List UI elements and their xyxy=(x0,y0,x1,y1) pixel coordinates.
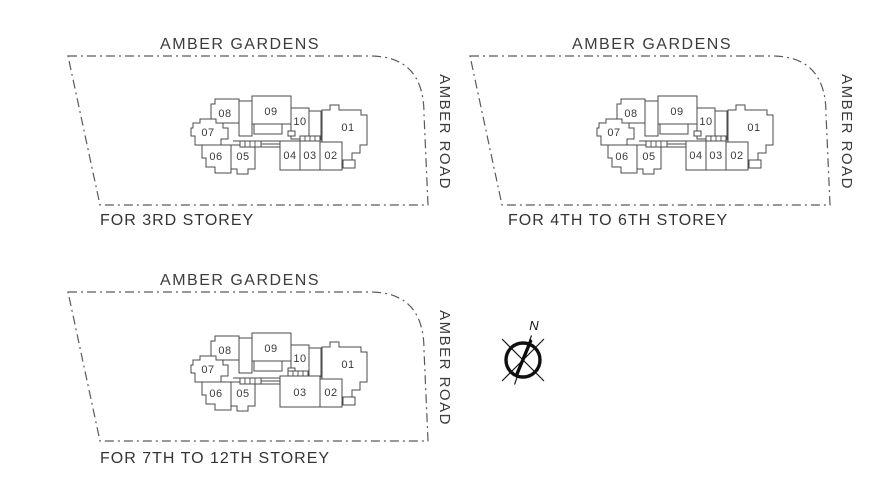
building-footprint: 08 09 10 01 07 06 05 04 03 02 xyxy=(190,95,368,175)
amber-gardens-label: AMBER GARDENS xyxy=(160,272,320,289)
unit-10-label: 10 xyxy=(699,116,712,128)
unit-03-outline xyxy=(279,375,321,408)
unit-07-label: 07 xyxy=(201,364,214,376)
north-label: N xyxy=(529,318,539,333)
unit-06-label: 06 xyxy=(615,151,628,163)
balcony-strip xyxy=(253,123,283,135)
unit-09-outline xyxy=(657,95,698,125)
panel-3rd-storey: AMBER GARDENS AMBER ROAD xyxy=(40,22,460,237)
building-footprint: 08 09 10 01 07 06 05 03 02 xyxy=(190,332,368,412)
unit-05-outline xyxy=(636,144,662,175)
unit-03-label: 03 xyxy=(293,387,306,399)
unit-01-step xyxy=(748,159,762,169)
unit-10-label: 10 xyxy=(293,116,306,128)
unit-02-outline-hatched xyxy=(725,141,749,171)
unit-06-label: 06 xyxy=(209,151,222,163)
balcony-strip xyxy=(253,360,283,372)
lift-core-outline xyxy=(308,347,322,378)
unit-01-label: 01 xyxy=(747,122,760,134)
unit-05-outline xyxy=(230,144,256,175)
unit-05-label: 05 xyxy=(642,151,655,163)
service-nook xyxy=(693,130,702,137)
amber-road-label: AMBER ROAD xyxy=(838,74,855,190)
unit-02-outline-hatched xyxy=(319,141,343,171)
unit-10-label: 10 xyxy=(293,353,306,365)
service-nook xyxy=(287,130,296,137)
stair-core-outline xyxy=(644,100,659,137)
unit-02-outline-hatched xyxy=(319,378,343,408)
compass-ring xyxy=(504,341,542,379)
unit-04-label: 04 xyxy=(689,150,702,162)
unit-09-label: 09 xyxy=(264,106,277,118)
unit-05-outline xyxy=(230,381,256,412)
amber-gardens-label: AMBER GARDENS xyxy=(572,36,732,53)
unit-01-label: 01 xyxy=(341,359,354,371)
balcony-strip xyxy=(239,377,262,385)
unit-08-label: 08 xyxy=(624,108,637,120)
unit-06-label: 06 xyxy=(209,388,222,400)
storey-caption: FOR 3RD STOREY xyxy=(100,212,254,229)
site-boundary xyxy=(67,55,429,206)
compass-needle xyxy=(515,338,533,376)
balcony-strip xyxy=(239,140,262,148)
unit-08-label: 08 xyxy=(218,345,231,357)
unit-03-label: 03 xyxy=(303,150,316,162)
panel-7th-12th-storey: AMBER GARDENS AMBER ROAD xyxy=(40,257,460,475)
storey-caption: FOR 7TH TO 12TH STOREY xyxy=(100,450,330,467)
amber-gardens-label: AMBER GARDENS xyxy=(160,36,320,53)
unit-01-label: 01 xyxy=(341,122,354,134)
building-footprint: 08 09 10 01 07 06 05 04 03 02 xyxy=(596,95,774,175)
unit-07-label: 07 xyxy=(607,127,620,139)
unit-02-label: 02 xyxy=(324,387,337,399)
balcony-strip xyxy=(645,140,668,148)
unit-09-label: 09 xyxy=(670,106,683,118)
unit-05-label: 05 xyxy=(236,151,249,163)
unit-03-label: 03 xyxy=(709,150,722,162)
stair-core-outline xyxy=(238,337,253,374)
unit-01-step xyxy=(342,159,356,169)
site-boundary xyxy=(469,55,831,206)
unit-04-label: 04 xyxy=(283,150,296,162)
amber-road-label: AMBER ROAD xyxy=(436,310,453,426)
panel-4th-6th-storey: AMBER GARDENS AMBER ROAD xyxy=(442,22,862,237)
unit-02-label: 02 xyxy=(324,150,337,162)
unit-09-outline xyxy=(251,332,292,362)
north-compass: N xyxy=(494,314,564,409)
unit-08-label: 08 xyxy=(218,108,231,120)
amber-road-label: AMBER ROAD xyxy=(436,74,453,190)
stair-core-outline xyxy=(238,100,253,137)
unit-09-outline xyxy=(251,95,292,125)
unit-09-label: 09 xyxy=(264,343,277,355)
storey-caption: FOR 4TH TO 6TH STOREY xyxy=(508,212,728,229)
unit-01-step xyxy=(342,396,356,406)
unit-07-label: 07 xyxy=(201,127,214,139)
unit-05-label: 05 xyxy=(236,388,249,400)
site-boundary xyxy=(67,291,429,442)
balcony-strip xyxy=(659,123,689,135)
unit-02-label: 02 xyxy=(730,150,743,162)
